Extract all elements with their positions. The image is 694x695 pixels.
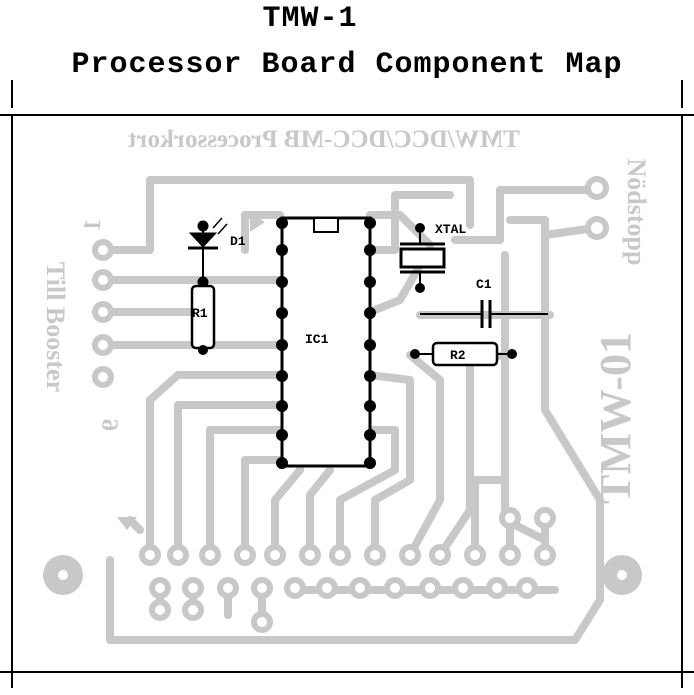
pcb-board-label: TMW/DCC/DCC-MB Processorkort xyxy=(127,126,519,153)
ic1-chip: IC1 xyxy=(276,216,376,469)
pcb-booster-label: Till Booster xyxy=(41,262,70,392)
pcb-tmw01-label: TMW-01 xyxy=(591,332,640,504)
r2-resistor: R2 xyxy=(410,341,517,367)
pcb-nodstopp-label: Nödstopp xyxy=(622,159,651,266)
c1-capacitor: C1 xyxy=(420,277,548,328)
r1-resistor: R1 xyxy=(190,282,216,355)
r2-label: R2 xyxy=(450,348,466,363)
diagram-subtitle: Processor Board Component Map xyxy=(71,48,623,82)
ic1-label: IC1 xyxy=(305,332,329,347)
pcb-pads xyxy=(92,176,609,633)
d1-label: D1 xyxy=(230,234,246,249)
pcb-pin-1-label: 1 xyxy=(80,219,106,231)
diagram-title: TMW-1 xyxy=(262,2,358,36)
c1-label: C1 xyxy=(476,277,492,292)
pcb-pin-9-label: 9 xyxy=(98,419,124,431)
xtal-label: XTAL xyxy=(435,222,466,237)
r1-label: R1 xyxy=(192,306,208,321)
pin-marker-triangle-top xyxy=(250,212,265,232)
pin-marker-triangle xyxy=(117,517,137,530)
board-border xyxy=(0,80,694,688)
xtal-crystal: XTAL xyxy=(399,222,466,293)
